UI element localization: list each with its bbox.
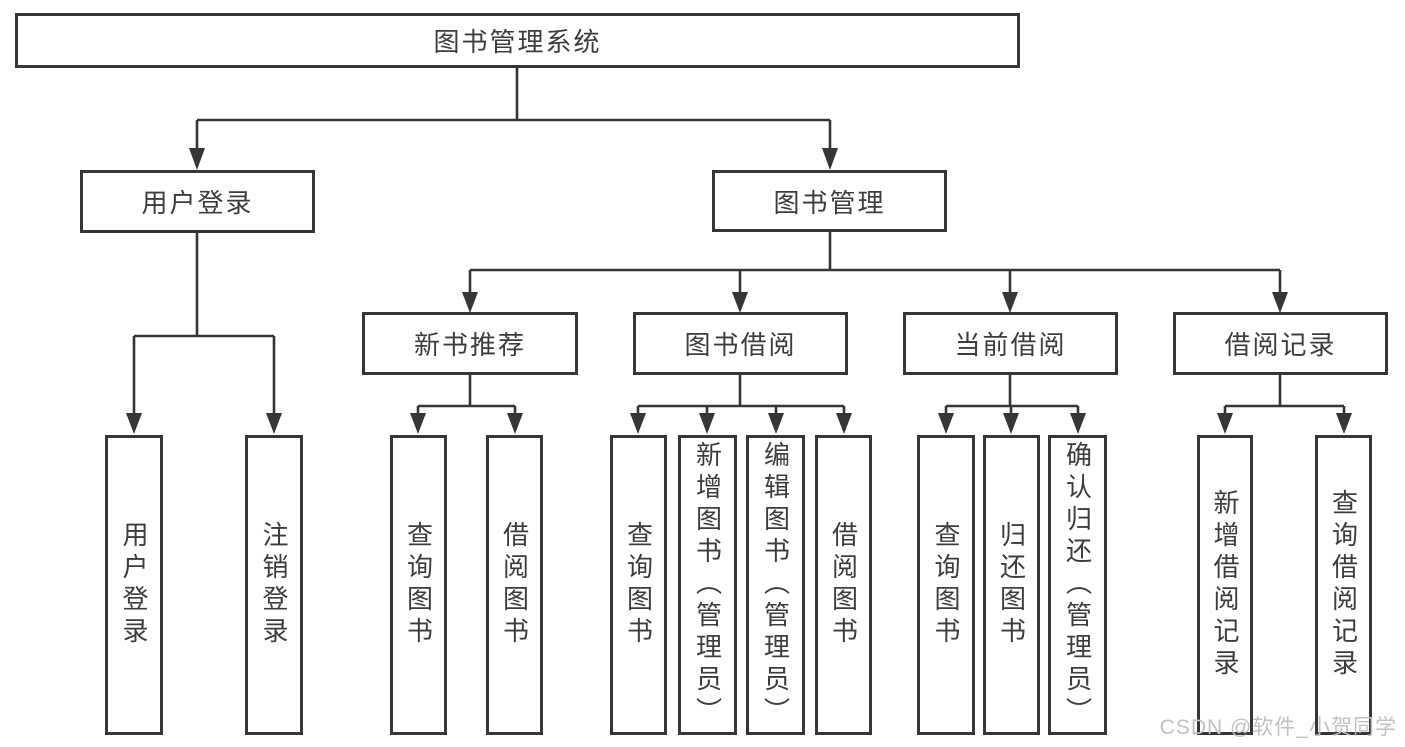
node-user-login: 用户登录 [80, 170, 315, 233]
node-current-borrowing: 当前借阅 [903, 312, 1118, 375]
node-library-management-system: 图书管理系统 [15, 13, 1020, 68]
leaf-borrow-query-books-label: 查询图书 [623, 521, 654, 649]
leaf-current-confirm-return-admin-label: 确认归还（管理员） [1062, 441, 1093, 729]
leaf-borrow-borrow-books: 借阅图书 [815, 435, 872, 735]
csdn-watermark: CSDN @软件_小贺同学 [1159, 716, 1397, 739]
node-book-borrowing: 图书借阅 [633, 312, 848, 375]
leaf-newbook-query-books: 查询图书 [390, 435, 447, 735]
leaf-records-query-record-label: 查询借阅记录 [1328, 489, 1359, 681]
leaf-records-add-record: 新增借阅记录 [1197, 435, 1253, 735]
leaf-borrow-add-books-admin: 新增图书（管理员） [678, 435, 737, 735]
leaf-current-query-books-label: 查询图书 [931, 521, 961, 649]
node-new-book-recommendation: 新书推荐 [362, 312, 578, 375]
leaf-logout: 注销登录 [245, 435, 303, 735]
leaf-borrow-query-books: 查询图书 [610, 435, 667, 735]
leaf-records-add-record-label: 新增借阅记录 [1210, 489, 1240, 681]
leaf-current-confirm-return-admin: 确认归还（管理员） [1048, 435, 1107, 735]
leaf-logout-label: 注销登录 [259, 521, 289, 649]
leaf-user-login-label: 用户登录 [119, 521, 149, 649]
leaf-current-query-books: 查询图书 [917, 435, 975, 735]
leaf-records-query-record: 查询借阅记录 [1315, 435, 1372, 735]
node-book-management: 图书管理 [712, 170, 947, 232]
leaf-borrow-add-books-admin-label: 新增图书（管理员） [692, 441, 723, 729]
leaf-current-return-books-label: 归还图书 [996, 521, 1027, 649]
leaf-current-return-books: 归还图书 [983, 435, 1040, 735]
leaf-newbook-borrow-books-label: 借阅图书 [499, 521, 530, 649]
leaf-user-login: 用户登录 [105, 435, 163, 735]
leaf-borrow-edit-books-admin: 编辑图书（管理员） [746, 435, 805, 735]
node-borrowing-records: 借阅记录 [1173, 312, 1388, 375]
leaf-newbook-query-books-label: 查询图书 [403, 521, 434, 649]
leaf-newbook-borrow-books: 借阅图书 [486, 435, 543, 735]
leaf-borrow-edit-books-admin-label: 编辑图书（管理员） [760, 441, 791, 729]
leaf-borrow-borrow-books-label: 借阅图书 [828, 521, 859, 649]
